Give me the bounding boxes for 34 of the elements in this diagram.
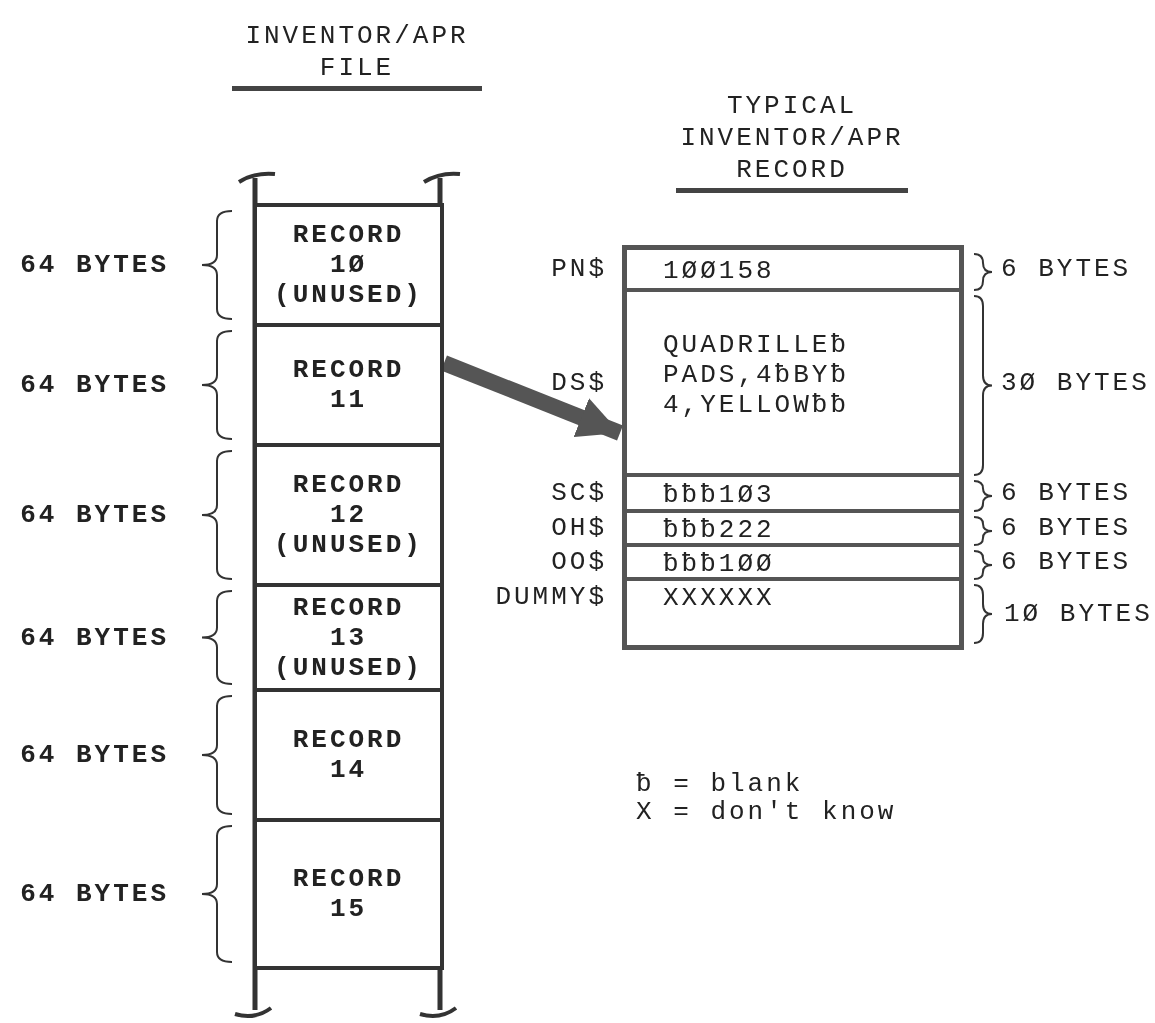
record-label: RECORD 13 (UNUSED) [273, 592, 424, 683]
size-label: 64 BYTES [20, 740, 169, 770]
size-label: 64 BYTES [20, 879, 169, 909]
record-label: RECORD 15 [291, 864, 406, 924]
field-name: DUMMY$ [494, 583, 607, 611]
size-label: 1Ø BYTES [1004, 600, 1154, 628]
size-label: 64 BYTES [20, 250, 169, 280]
record-label: RECORD 12 (UNUSED) [273, 470, 424, 560]
field-value: ƀƀƀ1ØØ [663, 549, 775, 579]
field-name: OH$ [551, 513, 607, 543]
field-value: ƀƀƀ1Ø3 [663, 480, 775, 510]
size-label: 6 BYTES [1001, 254, 1132, 284]
field-name: DS$ [551, 367, 607, 398]
legend-note: ƀ = blank [636, 770, 805, 798]
heading: TYPICAL INVENTOR/APR RECORD [676, 90, 908, 193]
legend-note: X = don't know [636, 798, 898, 826]
field-name: OO$ [551, 547, 607, 577]
record-label: RECORD 14 [291, 725, 406, 785]
record-label: RECORD 1Ø (UNUSED) [273, 220, 424, 310]
heading: INVENTOR/APR FILE [232, 20, 482, 91]
size-label: 64 BYTES [20, 370, 169, 400]
field-name: PN$ [551, 254, 607, 284]
field-name: SC$ [551, 478, 607, 508]
field-value: 1ØØ158 [663, 256, 775, 286]
size-label: 64 BYTES [20, 500, 169, 530]
field-value: ƀƀƀ222 [663, 515, 775, 545]
size-label: 3Ø BYTES [1001, 367, 1150, 398]
size-label: 64 BYTES [20, 622, 169, 653]
record-label: RECORD 11 [291, 355, 406, 415]
field-value: XXXXXX [663, 583, 775, 613]
size-label: 6 BYTES [1001, 547, 1132, 577]
size-label: 6 BYTES [1001, 478, 1132, 508]
size-label: 6 BYTES [1001, 513, 1132, 543]
field-value: QUADRILLEƀ PADS,4ƀBYƀ 4,YELLOWƀƀ [663, 330, 851, 420]
